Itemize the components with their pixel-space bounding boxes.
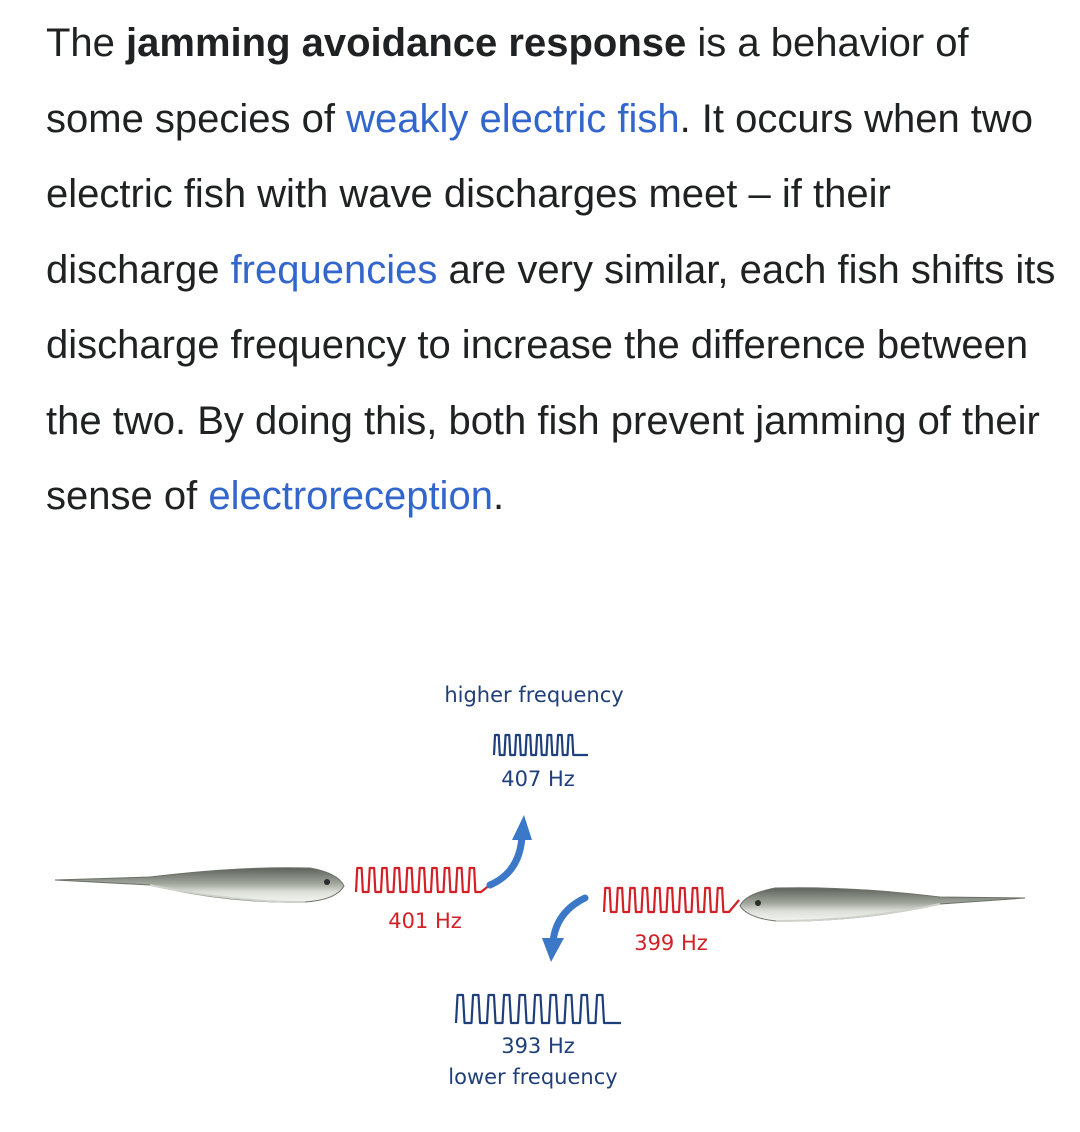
higher-frequency-value: 407 Hz (501, 767, 575, 791)
right-fish-frequency: 399 Hz (634, 931, 708, 955)
waveform-393hz (454, 993, 621, 1025)
text-segment: is a behavior of some species of (46, 21, 969, 141)
jamming-avoidance-diagram: higher frequency 407 Hz 401 Hz 399 Hz (0, 640, 1080, 1120)
arrow-up-icon (486, 815, 532, 889)
text-segment: . (492, 474, 505, 518)
text-segment: . It occurs when two electric fish with … (46, 96, 1034, 292)
waveform-399hz (602, 886, 740, 914)
link-electroreception[interactable]: electroreception (208, 474, 493, 518)
lower-frequency-value: 393 Hz (501, 1034, 575, 1058)
link-frequencies[interactable]: frequencies (230, 247, 438, 292)
lower-frequency-label: lower frequency (448, 1065, 617, 1089)
arrow-down-icon (542, 894, 589, 962)
text-segment: The (46, 21, 127, 65)
link-weakly-electric-fish[interactable]: weakly electric fish (346, 96, 680, 141)
article-paragraph: The jamming avoidance response is a beha… (46, 6, 1056, 535)
term-jamming-avoidance-response: jamming avoidance response (126, 21, 687, 65)
left-fish (54, 867, 345, 903)
waveform-401hz (354, 866, 492, 894)
left-fish-frequency: 401 Hz (388, 909, 462, 933)
waveform-407hz (492, 733, 588, 757)
text-segment: are very similar, each fish shifts its d… (46, 247, 1056, 519)
diagram-svg: higher frequency 407 Hz 401 Hz 399 Hz (54, 683, 1026, 1089)
higher-frequency-label: higher frequency (444, 683, 623, 707)
right-fish (739, 887, 1026, 922)
